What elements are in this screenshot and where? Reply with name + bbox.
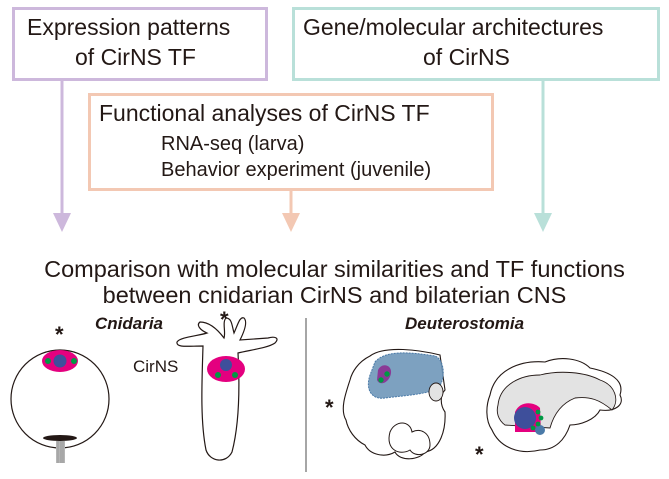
expression-patterns-box: Expression patterns of CirNS TF	[12, 7, 268, 81]
comparison-heading-line1: Comparison with molecular similarities a…	[44, 256, 625, 282]
functional-arrow-head	[282, 213, 300, 232]
larva-green-dot	[71, 358, 77, 364]
brain-lateral-illustration	[342, 348, 446, 460]
larva-asterisk: *	[55, 322, 64, 347]
gene-architecture-box: Gene/molecular architectures of CirNS	[292, 7, 660, 81]
gene-arrow-head	[534, 213, 552, 232]
brain2-green-dot	[538, 415, 544, 421]
cnidaria-title: Cnidaria	[95, 314, 164, 333]
brain2-steel-domain	[535, 425, 545, 435]
functional-analyses-box: Functional analyses of CirNS TF RNA-seq …	[88, 93, 494, 191]
brain1-gray-lobe	[428, 382, 444, 402]
brain2-green-dot	[535, 421, 541, 427]
expression-box-line1: Expression patterns	[27, 14, 231, 40]
larva-green-dot	[45, 358, 51, 364]
brain2-asterisk: *	[475, 442, 484, 467]
larva-oral-pore	[43, 435, 77, 441]
functional-item-behavior: Behavior experiment (juvenile)	[161, 159, 432, 181]
deuterostomia-title: Deuterostomia	[405, 314, 525, 333]
polyp-asterisk: *	[220, 307, 229, 332]
polyp-green-dot	[215, 372, 221, 378]
brain2-blue-domain	[514, 407, 536, 429]
brain1-green-dot	[384, 371, 390, 377]
brain2-green-dot	[530, 425, 536, 431]
polyp-body	[176, 317, 278, 461]
functional-item-rnaseq: RNA-seq (larva)	[161, 133, 305, 155]
polyp-blue-domain	[220, 359, 232, 371]
brain2-green-dot	[535, 409, 541, 415]
planula-larva-illustration	[10, 349, 110, 463]
brain-sagittal-illustration	[486, 358, 622, 453]
brain1-green-dot	[378, 377, 384, 383]
larva-blue-domain	[53, 354, 67, 368]
polyp-illustration	[176, 317, 278, 461]
expression-box-line2: of CirNS TF	[75, 44, 196, 70]
larva-stalk	[56, 441, 65, 463]
polyp-green-dot	[232, 372, 238, 378]
gene-box-line2: of CirNS	[423, 44, 510, 70]
comparison-heading-line2: between cnidarian CirNS and bilaterian C…	[102, 282, 567, 308]
cirns-label: CirNS	[133, 357, 179, 376]
functional-box-title: Functional analyses of CirNS TF	[99, 100, 430, 126]
gene-box-line1: Gene/molecular architectures	[303, 14, 604, 40]
expression-arrow-head	[53, 213, 71, 232]
brain1-asterisk: *	[325, 395, 334, 420]
brain1-lower-lobes	[388, 422, 431, 456]
